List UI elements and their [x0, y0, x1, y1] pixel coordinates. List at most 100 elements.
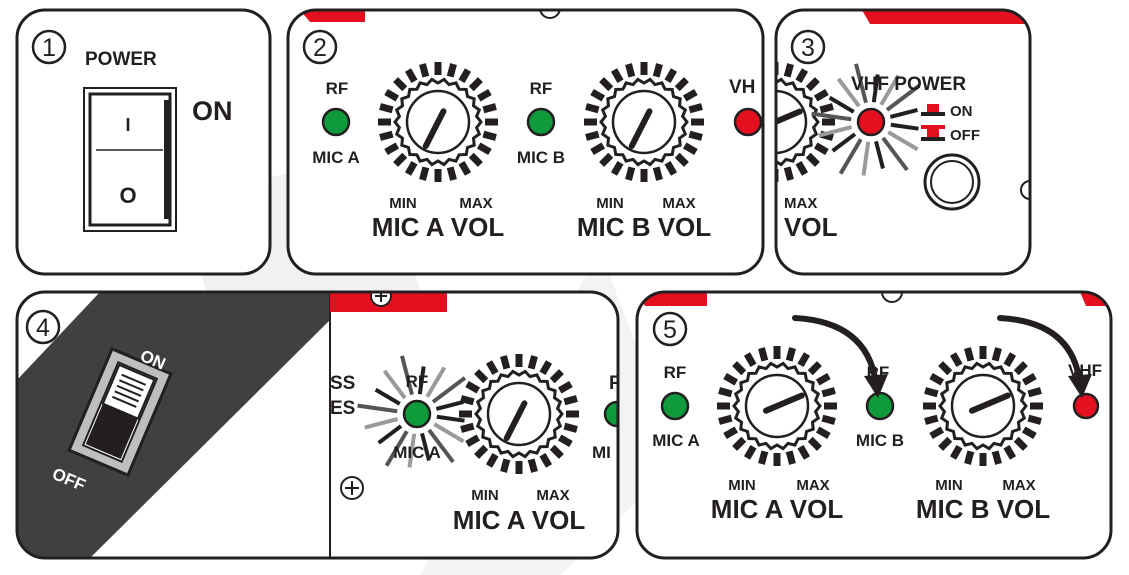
knob-pointer — [776, 108, 803, 130]
step-2-panel: VH 2 RF MIC A MIN MAX MIC A VOL RF MIC B… — [286, 8, 765, 276]
svg-text:4: 4 — [36, 314, 50, 342]
belt-clip — [17, 292, 330, 558]
panel-frame — [15, 290, 620, 560]
rocker-off-mark: O — [119, 183, 136, 208]
step-4-panel: ON OFF SS ES RF MIC A MIN MAX MIC — [15, 290, 620, 560]
step-number-badge: 3 — [790, 29, 826, 65]
power-title: POWER — [85, 49, 157, 70]
vhf-power-button[interactable] — [923, 153, 981, 211]
step-number-badge: 1 — [31, 29, 67, 65]
vhf-power-title: VHF POWER — [851, 74, 966, 95]
panel-frame — [635, 290, 1113, 560]
off-label: OFF — [950, 127, 980, 144]
mic-a-vol-title: MIC A VOL — [453, 505, 586, 535]
max-label: MAX — [459, 195, 492, 212]
partial-label: ES — [330, 398, 355, 419]
knob-scale-ticks — [717, 346, 837, 466]
min-label: MIN — [596, 195, 624, 212]
mic-b-vol-title: MIC B VOL — [916, 494, 1050, 524]
knob-pointer — [762, 392, 805, 414]
step-5-panel: 5 RF MIC A MIN MAX MIC A VOL RF MIC B MI… — [635, 290, 1113, 560]
red-trim — [300, 10, 365, 22]
rf-label: RF — [406, 372, 429, 391]
switch-off-symbol-icon — [921, 125, 945, 141]
max-label: MAX — [796, 477, 829, 494]
panel-frame — [286, 8, 765, 276]
rf-led-b — [526, 107, 556, 137]
rf-led-a — [321, 107, 351, 137]
vhf-led — [1072, 392, 1100, 420]
svg-text:5: 5 — [663, 316, 677, 344]
panel-frame — [774, 8, 1032, 276]
mic-a-volume-knob-icon[interactable] — [378, 62, 498, 182]
led-glow-rays — [357, 355, 467, 468]
mic-a-volume-knob-icon[interactable] — [459, 354, 579, 474]
mic-b-volume-knob-icon[interactable] — [923, 346, 1043, 466]
mic-b-vol-title: MIC B VOL — [577, 212, 711, 242]
knob-scale-ticks — [776, 62, 835, 182]
mic-a-vol-title: MIC A VOL — [711, 494, 844, 524]
power-slide-switch-icon[interactable] — [67, 346, 173, 478]
knob-scale-ticks — [923, 346, 1043, 466]
knob-scale-ticks — [584, 62, 704, 182]
screw-icon — [370, 292, 392, 307]
switch-on-symbol-icon — [921, 104, 945, 116]
turn-arrow-icon — [792, 315, 888, 398]
partial-label: MI — [592, 443, 611, 462]
led-glow-rays — [811, 63, 921, 176]
svg-text:2: 2 — [313, 34, 327, 62]
max-partial-label: MAX — [784, 195, 817, 212]
mic-a-label: MIC A — [652, 431, 700, 450]
max-label: MAX — [662, 195, 695, 212]
turn-arrow-icon — [997, 315, 1092, 398]
red-trim — [862, 10, 1030, 24]
step-3-panel: 3 VHF POWER ON OFF MAX VOL — [774, 8, 1032, 276]
step-number-badge: 2 — [302, 29, 338, 65]
mic-a-volume-knob-icon[interactable] — [717, 346, 837, 466]
power-rocker-switch-icon[interactable]: I O — [83, 87, 177, 232]
screw-icon — [340, 476, 364, 500]
step-number-badge: 5 — [652, 311, 688, 347]
knob-pointer — [968, 392, 1011, 414]
mic-a-label: MIC A — [393, 443, 441, 462]
step-number-badge: 4 — [25, 309, 61, 345]
min-label: MIN — [471, 487, 499, 504]
svg-text:1: 1 — [42, 34, 56, 62]
step-1-panel: 1 POWER I O ON — [15, 8, 272, 276]
svg-text:3: 3 — [801, 34, 815, 62]
rf-led — [402, 399, 432, 429]
rf-label-a: RF — [326, 79, 349, 98]
rocker-on-mark: I — [125, 115, 130, 135]
on-label: ON — [950, 103, 973, 120]
min-label: MIN — [728, 477, 756, 494]
max-label: MAX — [1002, 477, 1035, 494]
min-label: MIN — [389, 195, 417, 212]
rf-label-a: RF — [664, 363, 687, 382]
rf-led-a — [660, 391, 690, 421]
max-label: MAX — [536, 487, 569, 504]
rf-led-b — [865, 391, 895, 421]
vhf-partial-label: VH — [729, 77, 755, 98]
vol-partial-label: VOL — [784, 212, 838, 242]
min-label: MIN — [935, 477, 963, 494]
knob-pointer — [503, 400, 528, 442]
mic-b-label: MIC B — [856, 431, 904, 450]
rf-label-b: RF — [530, 79, 553, 98]
knob-scale-ticks — [459, 354, 579, 474]
mic-a-label: MIC A — [312, 148, 360, 167]
vhf-power-led — [856, 107, 886, 137]
screw-icon — [881, 292, 903, 303]
mic-a-vol-title: MIC A VOL — [372, 212, 505, 242]
partial-label: SS — [330, 373, 355, 394]
mic-b-volume-knob-icon[interactable] — [584, 62, 704, 182]
vhf-led — [733, 107, 763, 137]
screw-icon — [539, 10, 561, 19]
knob-scale-ticks — [378, 62, 498, 182]
knob-pointer — [422, 108, 447, 150]
power-on-label: ON — [192, 96, 233, 126]
knob-pointer — [628, 108, 653, 150]
mic-b-label: MIC B — [517, 148, 565, 167]
partial-volume-knob-icon — [776, 62, 835, 182]
knob-cap — [776, 89, 808, 155]
